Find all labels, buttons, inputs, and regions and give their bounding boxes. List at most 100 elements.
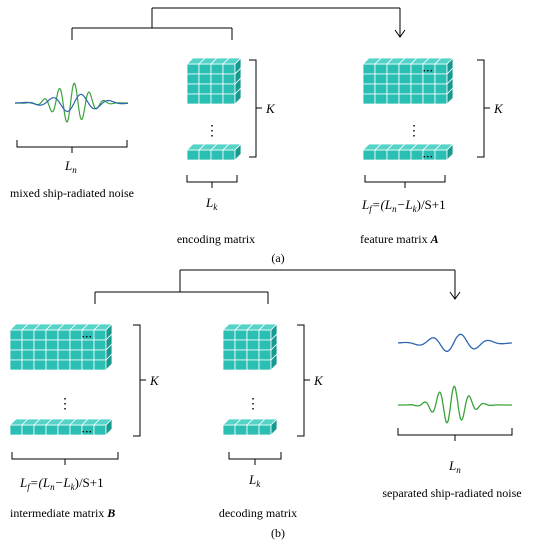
feature-block-top-cell xyxy=(362,73,376,85)
feature-block-bottom-ellipsis: ... xyxy=(423,147,434,162)
intermediate-block-top-cell xyxy=(81,359,95,371)
feature-block-top-cell xyxy=(434,73,448,85)
panel-b-connector xyxy=(94,269,461,304)
intermediate-block-top-cell xyxy=(57,329,71,341)
intermediate-block-top-cell xyxy=(69,359,83,371)
feature-block-top-cell xyxy=(374,83,388,95)
feature-block-bottom-cell xyxy=(434,149,448,161)
feature-block-top-ellipsis: ... xyxy=(423,61,434,76)
feature-block-bottom-cell xyxy=(362,149,376,161)
intermediate-block-top-cell xyxy=(45,339,59,351)
intermediate-block-top-cell xyxy=(57,359,71,371)
feature-block-top-cell xyxy=(410,83,424,95)
encoding-block-top-cell xyxy=(186,63,200,75)
intermediate-block-top-cell xyxy=(69,329,83,341)
intermediate-block-top-cell xyxy=(33,349,47,361)
intermediate-block-top-cell xyxy=(9,359,23,371)
intermediate-vertical-ellipsis: ⋮ xyxy=(58,397,72,412)
intermediate-block-bottom-cell xyxy=(57,424,71,436)
feature-block-top-cell xyxy=(422,73,436,85)
decoding-block-top-cell xyxy=(234,349,248,361)
encoding-block-bottom-cell xyxy=(210,149,224,161)
intermediate-k-brace xyxy=(133,324,146,437)
decoding-lk-brace xyxy=(228,452,282,465)
intermediate-block-top-cell xyxy=(45,359,59,371)
encoding-block-top-cell xyxy=(210,63,224,75)
feature-block-top-cell xyxy=(386,93,400,105)
decoding-k-brace xyxy=(297,324,310,437)
panel-a-connector xyxy=(71,7,406,40)
encoding-matrix-caption: encoding matrix xyxy=(177,232,255,246)
intermediate-block-bottom-side-cell xyxy=(105,418,113,436)
intermediate-lf-brace xyxy=(11,452,119,465)
intermediate-block-top-cell xyxy=(57,349,71,361)
intermediate-k-label: K xyxy=(149,373,160,388)
separated-noise-brace xyxy=(397,428,513,441)
feature-block-top-cell xyxy=(386,73,400,85)
feature-block-top-cell xyxy=(362,63,376,75)
feature-block-top-cell xyxy=(398,73,412,85)
mixed-noise-waveform xyxy=(15,82,128,123)
encoding-block-top-cell xyxy=(186,73,200,85)
encoding-block-top-cell xyxy=(222,73,236,85)
mixed-noise-symbol: Ln xyxy=(64,158,77,175)
encoding-block-top-cell xyxy=(222,83,236,95)
feature-k-label: K xyxy=(493,101,504,116)
feature-block-bottom-cell xyxy=(410,149,424,161)
intermediate-block-top-cell xyxy=(33,329,47,341)
encoding-block-bottom-side-cell xyxy=(234,143,242,161)
feature-vertical-ellipsis: ⋮ xyxy=(407,124,421,139)
decoding-block-top-cell xyxy=(258,339,272,351)
intermediate-block-top-cell xyxy=(93,339,107,351)
intermediate-block-top-cell xyxy=(9,339,23,351)
feature-block-top-cell xyxy=(362,93,376,105)
encoding-block-top-cell xyxy=(186,93,200,105)
encoding-k-label: K xyxy=(265,101,276,116)
feature-block-top-cell xyxy=(434,83,448,95)
feature-block-bottom-cell xyxy=(398,149,412,161)
decoding-matrix-caption: decoding matrix xyxy=(219,506,297,520)
intermediate-block-top-ellipsis: ... xyxy=(82,327,93,342)
encoding-lk-brace xyxy=(186,175,238,188)
feature-matrix-caption: feature matrix A xyxy=(360,232,439,246)
decoding-lk-symbol: Lk xyxy=(248,472,261,489)
intermediate-formula: Lf=(Ln−Lk)/S+1 xyxy=(19,475,104,492)
encoding-block-top-cell xyxy=(198,63,212,75)
encoding-block-top-cell xyxy=(186,83,200,95)
feature-block-bottom-cell xyxy=(374,149,388,161)
separated-noise-symbol: Ln xyxy=(448,458,461,475)
decoding-block-top-cell xyxy=(234,359,248,371)
feature-block-top-cell xyxy=(422,93,436,105)
feature-block-top-cell xyxy=(374,63,388,75)
encoding-block-bottom-cell xyxy=(198,149,212,161)
feature-block-top-cell xyxy=(398,93,412,105)
feature-block-bottom-cell xyxy=(386,149,400,161)
encoding-block-bottom-cell xyxy=(186,149,200,161)
decoding-block-top-cell xyxy=(222,349,236,361)
decoding-block-bottom-cell xyxy=(246,424,260,436)
intermediate-block-bottom-cell xyxy=(21,424,35,436)
panel-a-label: (a) xyxy=(271,251,284,265)
intermediate-block-top-cell xyxy=(93,359,107,371)
intermediate-block-top-cell xyxy=(21,359,35,371)
encoding-block-top-cell xyxy=(210,73,224,85)
intermediate-block-bottom-cell xyxy=(93,424,107,436)
decoding-block-top-cell xyxy=(246,329,260,341)
intermediate-block-top-cell xyxy=(21,329,35,341)
intermediate-block-top-cell xyxy=(33,339,47,351)
decoding-block-top-cell xyxy=(222,329,236,341)
decoding-vertical-ellipsis: ⋮ xyxy=(246,397,260,412)
intermediate-matrix-caption: intermediate matrix B xyxy=(10,506,115,520)
encoding-block-top-cell xyxy=(198,83,212,95)
feature-block-top-cell xyxy=(422,83,436,95)
intermediate-block-top-side-cell xyxy=(105,353,113,371)
feature-block-top-cell xyxy=(374,93,388,105)
feature-block-top-cell xyxy=(374,73,388,85)
separated-noise-caption: separated ship-radiated noise xyxy=(382,486,521,500)
intermediate-block-top-cell xyxy=(9,329,23,341)
intermediate-block-top-cell xyxy=(81,339,95,351)
decoding-block-bottom-cell xyxy=(222,424,236,436)
intermediate-block-top-cell xyxy=(69,349,83,361)
encoding-block-top-cell xyxy=(198,73,212,85)
